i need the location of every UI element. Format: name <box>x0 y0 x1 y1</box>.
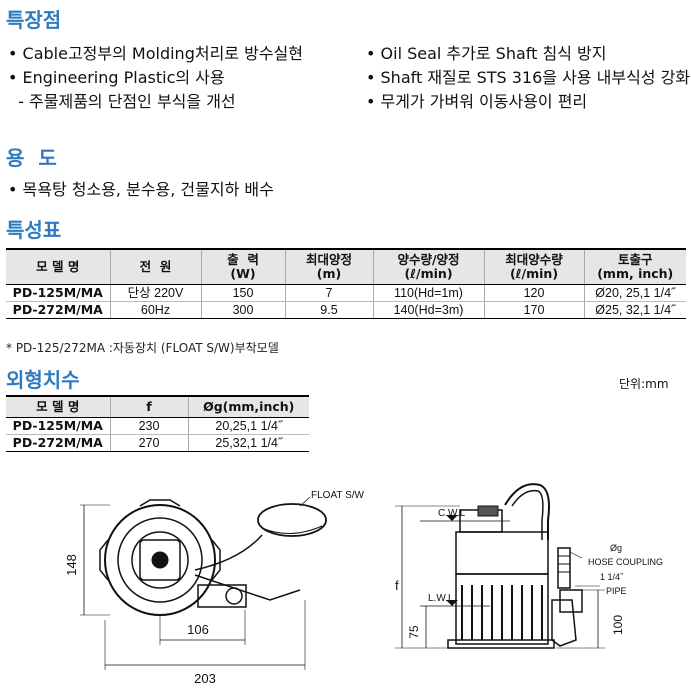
g-label: Øg <box>610 543 622 553</box>
inch-label: 1 1/4˝ <box>600 572 624 582</box>
dim-203: 203 <box>194 671 216 686</box>
feature-right-1: • Oil Seal 추가로 Shaft 침식 방지 <box>366 44 607 63</box>
lwl-label: L.W.L <box>428 593 454 604</box>
dim-100: 100 <box>611 615 625 635</box>
dim-header-row: 모 델 명 f Øg(mm,inch) <box>6 395 309 418</box>
spec-note: * PD-125/272MA :자동장치 (FLOAT S/W)부착모델 <box>6 341 279 355</box>
spec-header-model: 모 델 명 <box>6 248 110 285</box>
cwl-label: C.W.L <box>438 508 466 519</box>
dim-header-f: f <box>109 395 188 418</box>
feature-right-3: • 무게가 가벼워 이동사용이 편리 <box>366 92 588 111</box>
dim-header-g: Øg(mm,inch) <box>187 395 309 418</box>
feature-left-1: • Cable고정부의 Molding처리로 방수실현 <box>8 44 303 63</box>
spec-header-maxflow: 최대양수량(ℓ/min) <box>483 248 584 285</box>
feature-left-2: • Engineering Plastic의 사용 <box>8 68 225 87</box>
hose-coupling-label: HOSE COUPLING <box>588 557 663 567</box>
dim-106: 106 <box>187 622 209 637</box>
hose-coupling <box>557 547 571 589</box>
top-view <box>80 496 327 670</box>
f-label: f <box>395 578 399 593</box>
spec-header-power: 전 원 <box>109 248 201 285</box>
usage-text: • 목욕탕 청소용, 분수용, 건물지하 배수 <box>8 180 274 199</box>
float-switch <box>257 503 327 537</box>
spec-header-head: 최대양정(m) <box>284 248 373 285</box>
dimensions-title: 외형치수 <box>6 368 80 392</box>
spec-header-row: 모 델 명 전 원 출 력(W) 최대양정(m) 양수량/양정(ℓ/min) 최… <box>6 248 686 285</box>
dimension-table: 모 델 명 f Øg(mm,inch) PD-125M/MA 230 20,25… <box>6 395 309 452</box>
feature-right-2: • Shaft 재질로 STS 316을 사용 내부식성 강화 <box>366 68 691 87</box>
spec-header-flow: 양수량/양정(ℓ/min) <box>372 248 484 285</box>
table-row: PD-272M/MA 270 25,32,1 1/4˝ <box>6 434 309 452</box>
spec-table: 모 델 명 전 원 출 력(W) 최대양정(m) 양수량/양정(ℓ/min) 최… <box>6 248 686 319</box>
table-row: PD-125M/MA 단상 220V 150 7 110(Hd=1m) 120 … <box>6 284 686 302</box>
feature-left-3: - 주물제품의 단점인 부식을 개선 <box>8 92 236 111</box>
pump-drawing: FLOAT S/W 148 106 203 <box>64 483 663 686</box>
unit-label: 단위:mm <box>619 377 669 391</box>
pipe-label: PIPE <box>606 586 627 596</box>
spec-header-outlet: 토출구(mm, inch) <box>583 248 686 285</box>
table-row: PD-125M/MA 230 20,25,1 1/4˝ <box>6 417 309 435</box>
table-row: PD-272M/MA 60Hz 300 9.5 140(Hd=3m) 170 Ø… <box>6 301 686 319</box>
float-label: FLOAT S/W <box>311 490 365 501</box>
usage-title: 용 도 <box>6 146 57 170</box>
dim-148: 148 <box>64 554 79 576</box>
side-view <box>395 483 605 649</box>
specs-title: 특성표 <box>6 218 62 242</box>
outlet-pipe <box>197 584 247 608</box>
dim-header-model: 모 델 명 <box>6 395 110 418</box>
features-title: 특장점 <box>6 8 62 32</box>
spec-header-output: 출 력(W) <box>200 248 285 285</box>
dim-75: 75 <box>407 625 421 639</box>
